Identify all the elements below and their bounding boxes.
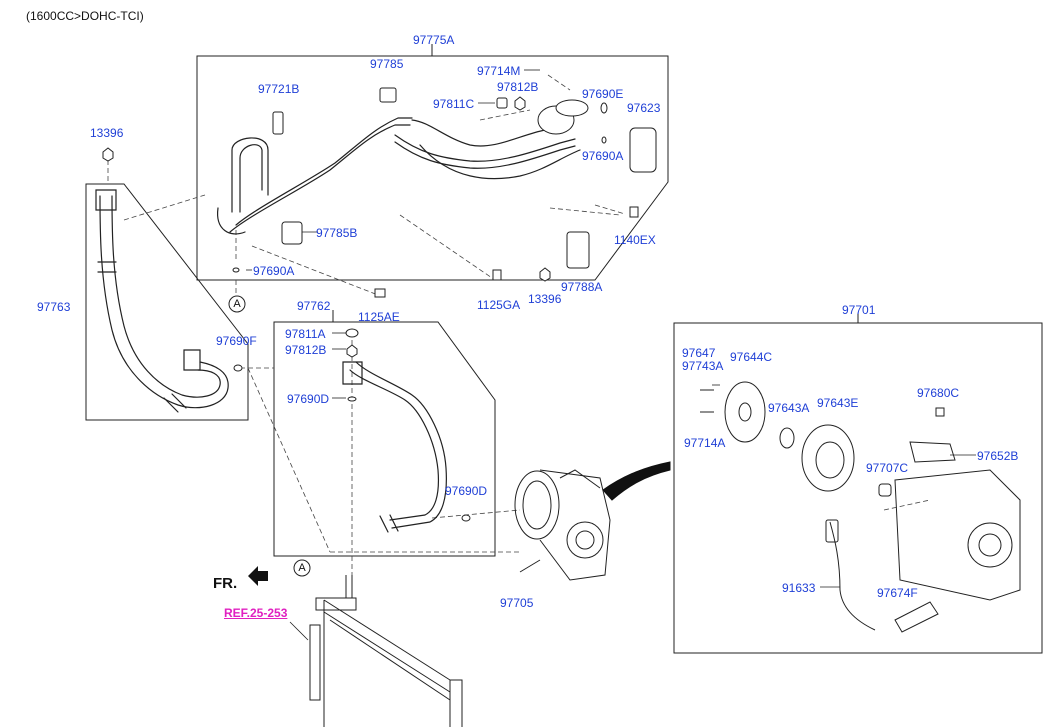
group-box-97763: [85, 183, 249, 421]
part-label-13396-mid[interactable]: 13396: [528, 292, 562, 306]
part-label-1125ae[interactable]: 1125AE: [358, 310, 400, 324]
part-label-97785[interactable]: 97785: [370, 57, 404, 71]
part-label-97811a[interactable]: 97811A: [285, 327, 326, 341]
part-label-97762[interactable]: 97762: [297, 299, 331, 313]
part-label-97623[interactable]: 97623: [627, 101, 661, 115]
part-label-97674f[interactable]: 97674F: [877, 586, 918, 600]
part-label-97690d-right[interactable]: 97690D: [445, 484, 488, 498]
part-label-97690d-left[interactable]: 97690D: [287, 392, 330, 406]
marker-a-top: A: [233, 298, 241, 310]
part-label-97812b-mid[interactable]: 97812B: [285, 343, 327, 357]
part-label-97701[interactable]: 97701: [842, 303, 876, 317]
expand-arrow-icon: [602, 461, 671, 501]
part-label-97652b[interactable]: 97652B: [977, 449, 1019, 463]
group-box-97762: [273, 321, 496, 557]
part-label-97775a[interactable]: 97775A: [413, 33, 455, 47]
front-arrow-icon: [248, 566, 268, 586]
part-label-97743a[interactable]: 97743A: [682, 359, 724, 373]
part-label-97680c[interactable]: 97680C: [917, 386, 960, 400]
part-label-97707c[interactable]: 97707C: [866, 461, 909, 475]
part-label-97788a[interactable]: 97788A: [561, 280, 603, 294]
marker-a-bottom: A: [298, 562, 306, 574]
part-label-97690e[interactable]: 97690E: [582, 87, 624, 101]
part-label-97690a-top[interactable]: 97690A: [582, 149, 624, 163]
part-label-97714m[interactable]: 97714M: [477, 64, 521, 78]
engine-spec-title: (1600CC>DOHC-TCI): [26, 9, 144, 23]
part-label-97643a[interactable]: 97643A: [768, 401, 810, 415]
part-label-97714a[interactable]: 97714A: [684, 436, 726, 450]
part-label-97785b[interactable]: 97785B: [316, 226, 358, 240]
marker-a-circle-top: [228, 295, 246, 313]
front-direction-label: FR.: [213, 575, 238, 592]
group-box-97775a: [196, 55, 669, 281]
part-label-97644c[interactable]: 97644C: [730, 350, 773, 364]
reference-link[interactable]: REF.25-253: [224, 606, 288, 620]
part-label-1125ga[interactable]: 1125GA: [477, 298, 521, 312]
group-box-97701: [673, 322, 1043, 654]
part-label-97690a-bottom[interactable]: 97690A: [253, 264, 295, 278]
part-label-97690f[interactable]: 97690F: [216, 334, 257, 348]
part-label-97811c-top[interactable]: 97811C: [433, 97, 475, 111]
part-label-91633[interactable]: 91633: [782, 581, 816, 595]
marker-a-circle-bottom: [293, 559, 311, 577]
part-label-13396-left[interactable]: 13396: [90, 126, 124, 140]
part-label-97763[interactable]: 97763: [37, 300, 71, 314]
part-label-97643e[interactable]: 97643E: [817, 396, 859, 410]
part-label-1140ex[interactable]: 1140EX: [614, 233, 656, 247]
part-label-97647[interactable]: 97647: [682, 346, 716, 360]
part-label-97812b-top[interactable]: 97812B: [497, 80, 539, 94]
part-label-97705[interactable]: 97705: [500, 596, 534, 610]
part-label-97721b[interactable]: 97721B: [258, 82, 300, 96]
